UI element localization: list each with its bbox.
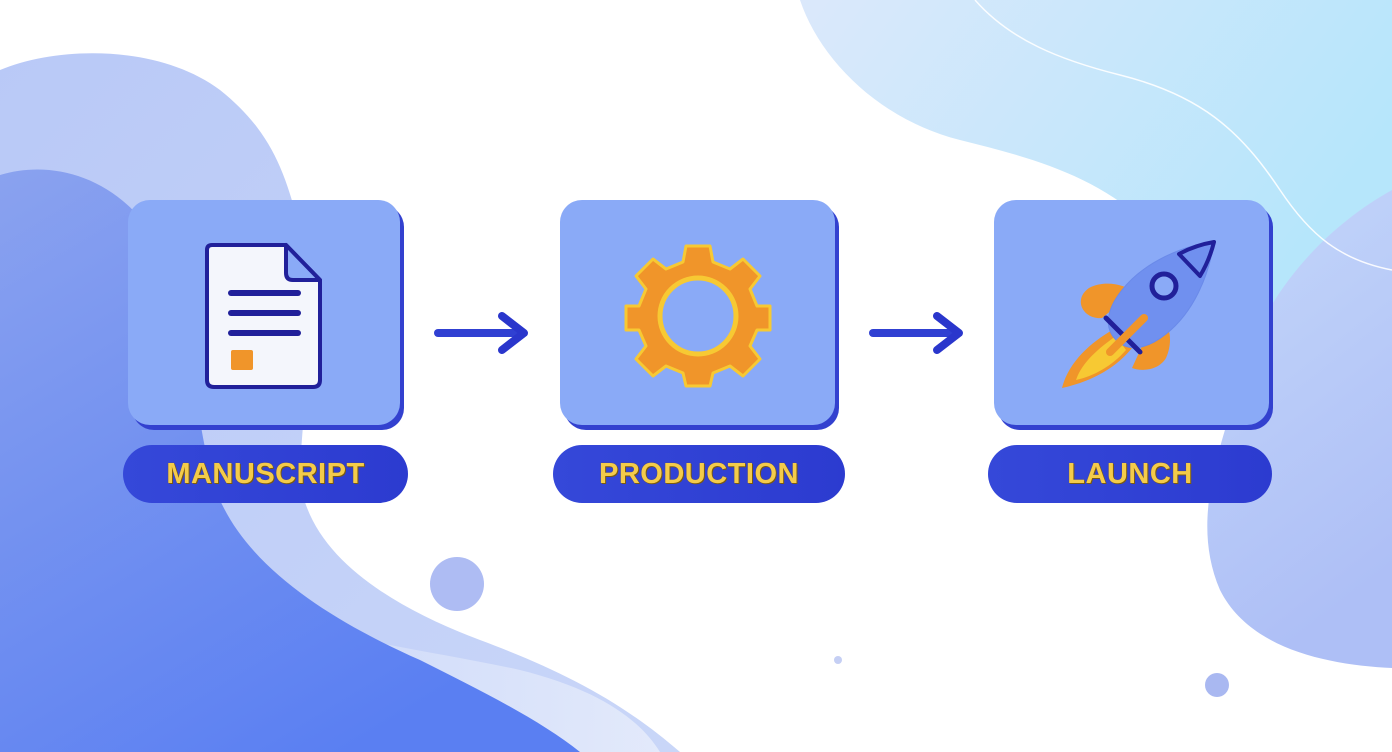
step-card-production	[560, 200, 835, 425]
step-label-manuscript: MANUSCRIPT	[123, 445, 408, 503]
arrow-right-icon	[869, 312, 963, 354]
step-label-launch: LAUNCH	[988, 445, 1272, 503]
arrow-right-icon	[434, 312, 528, 354]
rocket-icon	[1062, 240, 1216, 388]
document-icon	[205, 243, 322, 389]
step-label-text: LAUNCH	[1067, 457, 1193, 490]
step-label-text: MANUSCRIPT	[166, 457, 365, 490]
step-label-production: PRODUCTION	[553, 445, 845, 503]
step-label-text: PRODUCTION	[599, 457, 799, 490]
step-card-launch	[994, 200, 1269, 425]
step-card-manuscript	[128, 200, 400, 425]
gear-icon	[624, 244, 772, 388]
